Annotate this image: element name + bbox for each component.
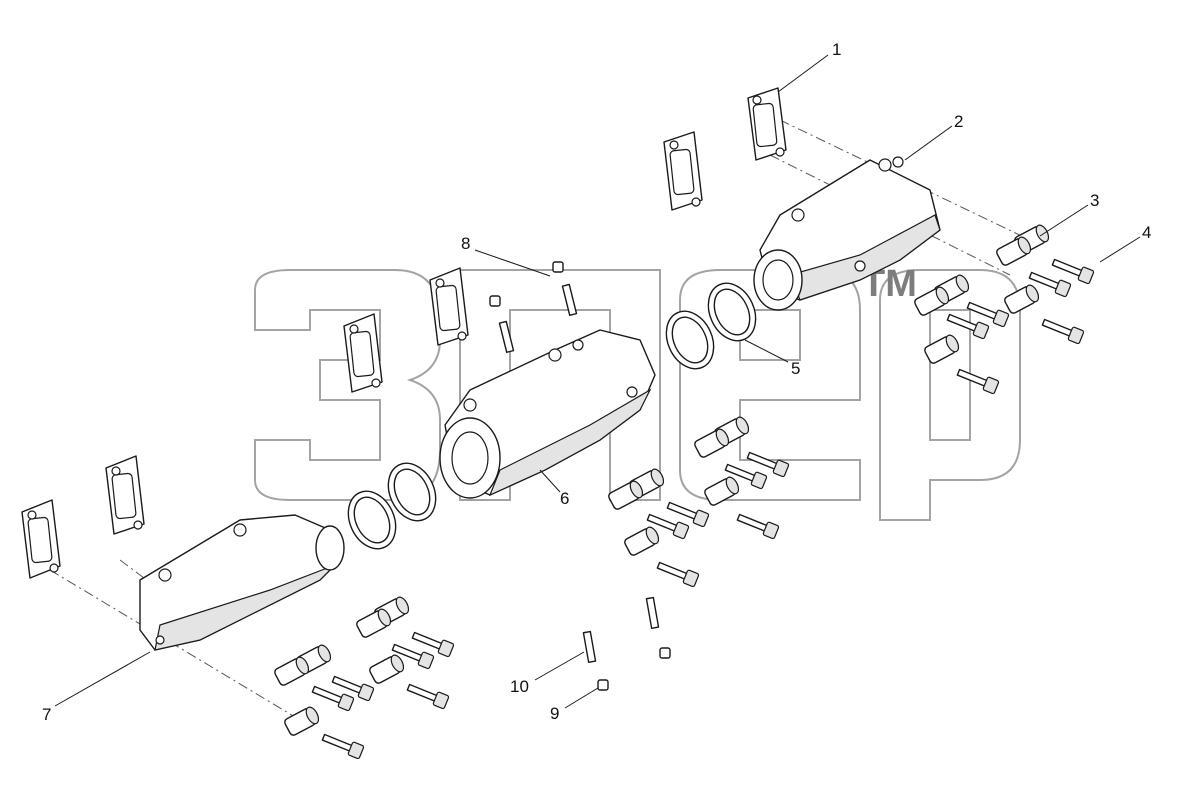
leader-3 — [1039, 204, 1089, 237]
bolt — [656, 561, 700, 588]
spacer-sleeves — [274, 224, 1050, 736]
stud — [645, 596, 660, 629]
bolt — [311, 685, 355, 712]
spacer-sleeve — [914, 286, 950, 316]
callout-5: 5 — [791, 359, 800, 378]
seal-ring-inner — [353, 496, 391, 544]
leader-6 — [539, 469, 561, 493]
spacer-sleeve — [924, 334, 960, 364]
leader-2 — [904, 125, 953, 161]
stud — [561, 283, 578, 316]
watermark-glyph-1 — [254, 269, 441, 501]
nut — [552, 261, 564, 273]
manifold-section-front — [139, 514, 345, 651]
spacer-sleeve — [356, 608, 392, 638]
bolt — [956, 368, 1000, 395]
gasket-top-mid — [663, 131, 703, 211]
spacer-sleeve — [274, 656, 310, 686]
callout-10: 10 — [510, 677, 529, 696]
callout-8: 8 — [461, 234, 470, 253]
seal-ring-inner — [393, 468, 431, 516]
gasket-top-right — [747, 87, 787, 161]
callout-7: 7 — [42, 705, 51, 724]
nut — [489, 295, 501, 307]
bolt — [1028, 271, 1072, 298]
seal-rings — [347, 282, 757, 550]
leader-5 — [744, 339, 789, 363]
gasket-left-2 — [21, 499, 61, 579]
bolt — [666, 501, 710, 528]
gasket-mid-1 — [429, 267, 469, 346]
leader-lines — [54, 54, 1141, 709]
bolt — [946, 313, 990, 340]
seal-ring-inner — [671, 316, 709, 364]
bolt — [646, 513, 690, 540]
leader-7 — [54, 651, 151, 707]
spacer-sleeve — [996, 236, 1032, 266]
bolt — [966, 301, 1010, 328]
spacer-sleeve — [624, 526, 660, 556]
spacer-sleeve — [284, 706, 320, 736]
spacer-sleeve — [608, 480, 644, 510]
bolt — [724, 463, 768, 490]
bolt — [411, 631, 455, 658]
bolt — [1051, 258, 1095, 285]
watermark-glyph-2 — [459, 269, 661, 501]
callout-3: 3 — [1090, 191, 1099, 210]
manifold-section-rear — [753, 156, 941, 311]
nut — [659, 647, 671, 659]
spacer-sleeve — [704, 476, 740, 506]
gasket-mid-2 — [343, 313, 383, 393]
leader-10 — [534, 651, 585, 681]
manifold-section-middle — [439, 329, 656, 499]
bolt — [321, 733, 365, 760]
studs-and-nuts — [489, 261, 671, 691]
bolt — [736, 513, 780, 540]
callout-2: 2 — [954, 112, 963, 131]
bolt — [746, 451, 790, 478]
nut — [597, 679, 609, 691]
leader-4 — [1099, 236, 1141, 263]
center-line — [779, 119, 1031, 241]
gasket-left-1 — [105, 455, 145, 535]
callout-6: 6 — [560, 489, 569, 508]
callout-1: 1 — [832, 40, 841, 59]
bolt — [1041, 318, 1085, 345]
spacer-sleeve — [1004, 284, 1040, 314]
watermark-glyph-4 — [879, 269, 1021, 521]
seal-ring-inner — [713, 288, 751, 336]
callout-9: 9 — [550, 704, 559, 723]
stud — [582, 630, 597, 663]
leader-1 — [777, 54, 829, 93]
callout-labels: 1 2 3 4 5 6 7 8 9 10 — [42, 40, 1151, 724]
spacer-sleeve — [369, 654, 405, 684]
bolt — [391, 643, 435, 670]
callout-4: 4 — [1142, 223, 1151, 242]
spacer-sleeve — [694, 428, 730, 458]
stud — [498, 320, 515, 353]
leader-9 — [564, 687, 599, 709]
leader-8 — [474, 249, 551, 277]
bolt — [406, 683, 450, 710]
bolts — [311, 258, 1095, 760]
bolt — [331, 675, 375, 702]
